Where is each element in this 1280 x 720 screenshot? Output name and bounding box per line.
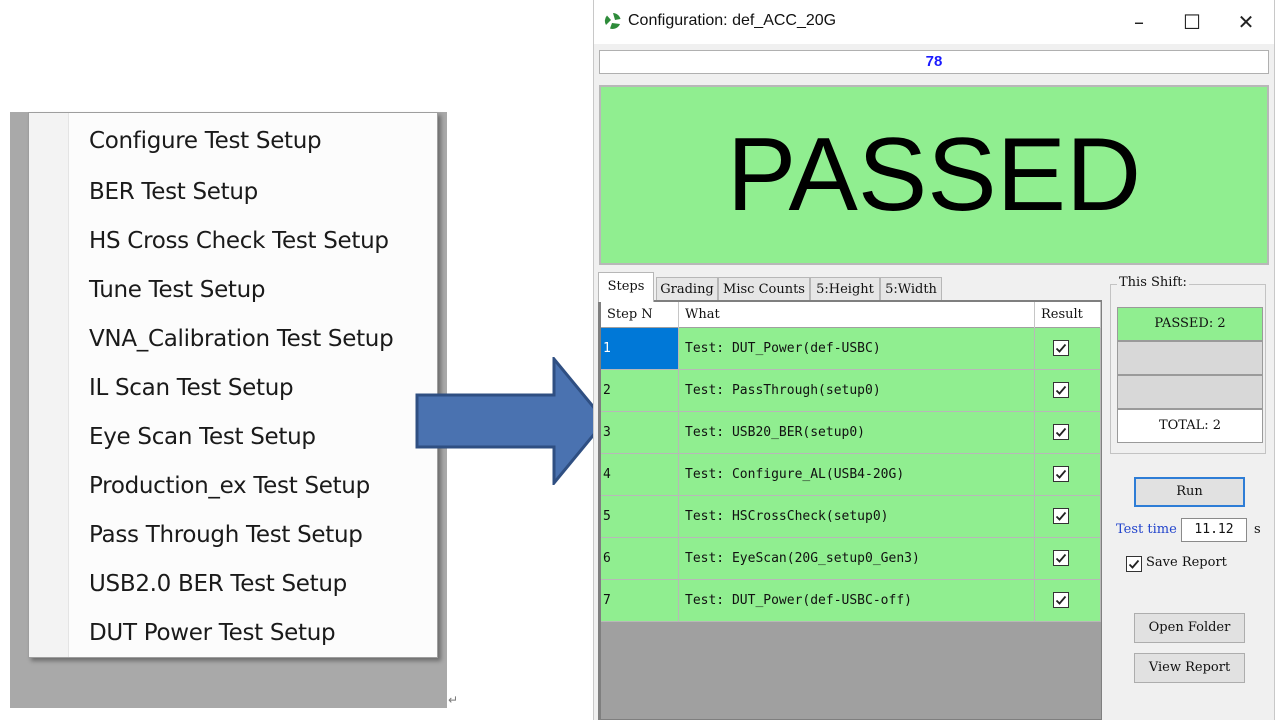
shift-empty-slot bbox=[1117, 341, 1263, 375]
paragraph-return-mark: ↵ bbox=[448, 693, 459, 707]
result-checkbox[interactable] bbox=[1053, 550, 1069, 566]
checkmark-icon bbox=[1128, 559, 1140, 569]
steps-grid[interactable]: Step N What Result 1 Test: DUT_Power(def… bbox=[598, 300, 1102, 720]
column-header-step-n[interactable]: Step N bbox=[601, 302, 679, 328]
shift-total-count: TOTAL: 2 bbox=[1117, 409, 1263, 443]
save-report-label[interactable]: Save Report bbox=[1146, 555, 1227, 570]
menu-item-usb20-ber-test-setup[interactable]: USB2.0 BER Test Setup bbox=[89, 571, 347, 597]
checkmark-icon bbox=[1055, 469, 1067, 479]
step-what-cell[interactable]: Test: USB20_BER(setup0) bbox=[679, 412, 1035, 454]
step-number-cell[interactable]: 1 bbox=[601, 328, 679, 370]
step-result-cell[interactable] bbox=[1035, 538, 1101, 580]
checkmark-icon bbox=[1055, 385, 1067, 395]
menu-item-dut-power-test-setup[interactable]: DUT Power Test Setup bbox=[89, 620, 336, 646]
step-result-cell[interactable] bbox=[1035, 454, 1101, 496]
checkmark-icon bbox=[1055, 553, 1067, 563]
grid-header: Step N What Result bbox=[601, 302, 1101, 328]
step-what-cell[interactable]: Test: DUT_Power(def-USBC) bbox=[679, 328, 1035, 370]
step-what-cell[interactable]: Test: HSCrossCheck(setup0) bbox=[679, 496, 1035, 538]
tab-grading[interactable]: Grading bbox=[656, 277, 718, 301]
table-row[interactable]: 5 Test: HSCrossCheck(setup0) bbox=[601, 496, 1101, 538]
test-time-label: Test time bbox=[1116, 522, 1177, 537]
right-arrow-icon bbox=[415, 357, 607, 485]
menu-item-pass-through-test-setup[interactable]: Pass Through Test Setup bbox=[89, 522, 363, 548]
menu-item-production-ex-test-setup[interactable]: Production_ex Test Setup bbox=[89, 473, 370, 499]
step-number-cell[interactable]: 6 bbox=[601, 538, 679, 580]
menu-item-ber-test-setup[interactable]: BER Test Setup bbox=[89, 179, 258, 205]
checkmark-icon bbox=[1055, 343, 1067, 353]
step-what-cell[interactable]: Test: DUT_Power(def-USBC-off) bbox=[679, 580, 1035, 622]
step-number-cell[interactable]: 7 bbox=[601, 580, 679, 622]
menu-item-il-scan-test-setup[interactable]: IL Scan Test Setup bbox=[89, 375, 294, 401]
status-panel: PASSED bbox=[599, 85, 1269, 265]
shift-passed-count: PASSED: 2 bbox=[1117, 307, 1263, 341]
step-what-cell[interactable]: Test: PassThrough(setup0) bbox=[679, 370, 1035, 412]
step-result-cell[interactable] bbox=[1035, 412, 1101, 454]
result-checkbox[interactable] bbox=[1053, 424, 1069, 440]
menu-item-tune-test-setup[interactable]: Tune Test Setup bbox=[89, 277, 266, 303]
column-header-result[interactable]: Result bbox=[1035, 302, 1101, 328]
test-time-field[interactable]: 11.12 bbox=[1181, 518, 1247, 542]
run-button[interactable]: Run bbox=[1134, 477, 1245, 507]
tab-steps[interactable]: Steps bbox=[598, 272, 654, 302]
menu-item-hs-cross-check-test-setup[interactable]: HS Cross Check Test Setup bbox=[89, 228, 389, 254]
close-button[interactable]: ✕ bbox=[1237, 10, 1255, 34]
step-what-cell[interactable]: Test: EyeScan(20G_setup0_Gen3) bbox=[679, 538, 1035, 580]
step-number-cell[interactable]: 4 bbox=[601, 454, 679, 496]
table-row[interactable]: 1 Test: DUT_Power(def-USBC) bbox=[601, 328, 1101, 370]
result-checkbox[interactable] bbox=[1053, 466, 1069, 482]
menu-item-configure-test-setup[interactable]: Configure Test Setup bbox=[89, 128, 322, 154]
checkmark-icon bbox=[1055, 511, 1067, 521]
open-folder-button[interactable]: Open Folder bbox=[1134, 613, 1245, 643]
tab-5-width[interactable]: 5:Width bbox=[880, 277, 942, 301]
title-bar[interactable]: Configuration: def_ACC_20G – ☐ ✕ bbox=[594, 0, 1274, 44]
table-row[interactable]: 7 Test: DUT_Power(def-USBC-off) bbox=[601, 580, 1101, 622]
menu-icon-gutter bbox=[29, 113, 69, 657]
result-checkbox[interactable] bbox=[1053, 508, 1069, 524]
step-what-cell[interactable]: Test: Configure_AL(USB4-20G) bbox=[679, 454, 1035, 496]
status-text: PASSED bbox=[726, 117, 1142, 233]
step-result-cell[interactable] bbox=[1035, 370, 1101, 412]
window-client-area: 78 PASSED Steps Grading Misc Counts 5:He… bbox=[594, 44, 1274, 720]
test-time-unit: s bbox=[1254, 522, 1261, 537]
step-number-cell[interactable]: 5 bbox=[601, 496, 679, 538]
this-shift-legend: This Shift: bbox=[1117, 275, 1189, 290]
result-checkbox[interactable] bbox=[1053, 340, 1069, 356]
column-header-what[interactable]: What bbox=[679, 302, 1035, 328]
configuration-window: Configuration: def_ACC_20G – ☐ ✕ 78 PASS… bbox=[593, 0, 1275, 720]
table-row[interactable]: 3 Test: USB20_BER(setup0) bbox=[601, 412, 1101, 454]
this-shift-group: This Shift: PASSED: 2 TOTAL: 2 bbox=[1110, 275, 1266, 454]
tab-5-height[interactable]: 5:Height bbox=[810, 277, 880, 301]
table-row[interactable]: 4 Test: Configure_AL(USB4-20G) bbox=[601, 454, 1101, 496]
window-title: Configuration: def_ACC_20G bbox=[628, 12, 837, 29]
result-checkbox[interactable] bbox=[1053, 382, 1069, 398]
minimize-button[interactable]: – bbox=[1134, 10, 1144, 34]
tab-misc-counts[interactable]: Misc Counts bbox=[718, 277, 810, 301]
app-logo-icon bbox=[604, 13, 621, 29]
view-report-button[interactable]: View Report bbox=[1134, 653, 1245, 683]
step-result-cell[interactable] bbox=[1035, 328, 1101, 370]
step-number-cell[interactable]: 2 bbox=[601, 370, 679, 412]
menu-list: Configure Test Setup BER Test Setup HS C… bbox=[89, 113, 431, 655]
table-row[interactable]: 6 Test: EyeScan(20G_setup0_Gen3) bbox=[601, 538, 1101, 580]
save-report-checkbox[interactable] bbox=[1126, 556, 1142, 572]
menu-item-eye-scan-test-setup[interactable]: Eye Scan Test Setup bbox=[89, 424, 316, 450]
step-result-cell[interactable] bbox=[1035, 496, 1101, 538]
table-row[interactable]: 2 Test: PassThrough(setup0) bbox=[601, 370, 1101, 412]
shift-empty-slot bbox=[1117, 375, 1263, 409]
run-counter: 78 bbox=[599, 50, 1269, 74]
maximize-button[interactable]: ☐ bbox=[1183, 10, 1201, 34]
checkmark-icon bbox=[1055, 427, 1067, 437]
result-checkbox[interactable] bbox=[1053, 592, 1069, 608]
checkmark-icon bbox=[1055, 595, 1067, 605]
menu-item-vna-calibration-test-setup[interactable]: VNA_Calibration Test Setup bbox=[89, 326, 394, 352]
step-number-cell[interactable]: 3 bbox=[601, 412, 679, 454]
context-menu: Configure Test Setup BER Test Setup HS C… bbox=[28, 112, 438, 658]
step-result-cell[interactable] bbox=[1035, 580, 1101, 622]
